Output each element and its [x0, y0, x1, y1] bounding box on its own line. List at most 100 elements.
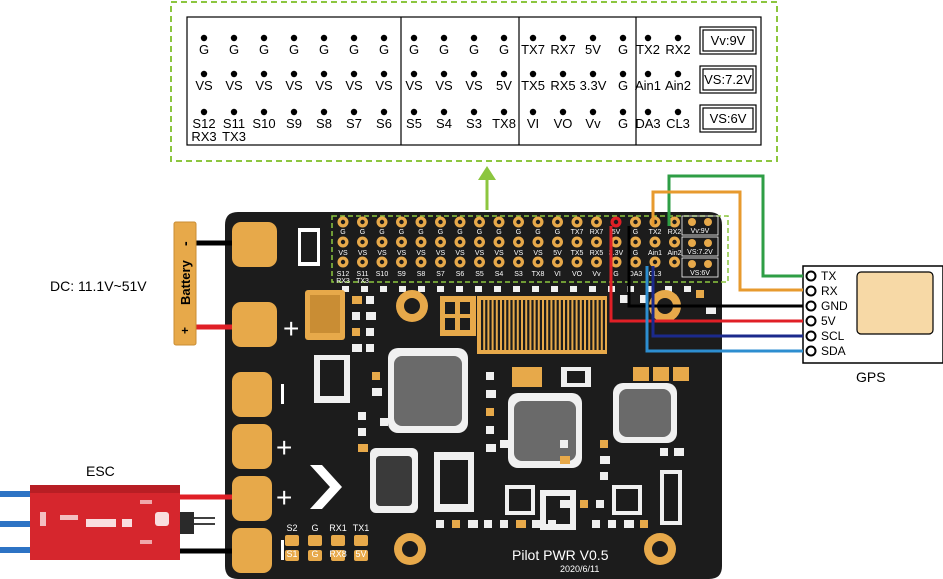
gps-pin — [805, 330, 817, 342]
smd-component — [358, 444, 368, 452]
legend-pin-dot — [674, 34, 682, 42]
legend-pin-label: S9 — [286, 116, 302, 131]
header-label-top: G — [438, 229, 443, 236]
legend-pin-dot — [200, 108, 208, 116]
smd-component — [468, 520, 478, 528]
legend-pin-label: VS — [465, 78, 483, 93]
smd-component — [366, 296, 374, 304]
legend-pin-dot — [589, 34, 597, 42]
legend-pin-label: G — [289, 42, 299, 57]
smd-component — [486, 444, 496, 452]
legend-pin-label: Ain2 — [665, 78, 691, 93]
bottom-header-label-top: TX1 — [353, 523, 370, 533]
legend-pin-dot — [200, 70, 208, 78]
board-jumper-box — [681, 215, 719, 236]
legend-pin-dot — [500, 70, 508, 78]
legend-pin-dot — [260, 34, 268, 42]
smd-component — [358, 428, 366, 436]
legend-pin-label: TX5 — [521, 78, 545, 93]
board-jumper-box — [681, 236, 719, 257]
smd-component — [608, 520, 616, 528]
legend-pin-dot — [290, 34, 298, 42]
dc-voltage-label: DC: 11.1V~51V — [50, 278, 147, 294]
gps-pin-label: RX — [821, 284, 838, 298]
bottom-header-label-bot: 5V — [355, 549, 366, 559]
battery-plus-pad — [232, 302, 277, 347]
legend-pin-dot — [290, 108, 298, 116]
legend-pin-label: 5V — [585, 42, 601, 57]
legend-pin-label: G — [349, 42, 359, 57]
legend-pin-dot — [440, 108, 448, 116]
header-label-mid: VS — [514, 250, 524, 257]
legend-pin-label: TX8 — [492, 116, 516, 131]
legend-pin-dot — [260, 108, 268, 116]
up-arrow-icon — [478, 166, 496, 210]
header-label-top: G — [477, 229, 482, 236]
legend-pin-label: VS — [345, 78, 363, 93]
smd-component — [366, 328, 374, 336]
legend-pin-dot — [230, 108, 238, 116]
header-label-bot2: TX3 — [356, 278, 369, 285]
legend-pin-dot — [470, 34, 478, 42]
smd-component — [486, 390, 496, 398]
legend-pin-label: RX2 — [665, 42, 690, 57]
battery-label: Battery — [178, 259, 193, 305]
esc-minus-pad — [232, 372, 272, 417]
smd-component — [436, 520, 444, 528]
gps-pin — [805, 300, 817, 312]
legend-pin-dot — [644, 34, 652, 42]
board-date: 2020/6/11 — [560, 564, 599, 574]
legend-pin-dot — [529, 34, 537, 42]
minus-sign-2 — [281, 540, 284, 560]
legend-pin-label: VS — [225, 78, 243, 93]
smd-component — [592, 520, 600, 528]
header-label-top: G — [340, 229, 345, 236]
header-label-bot: TX8 — [532, 271, 545, 278]
legend-pin-label: G — [499, 42, 509, 57]
smd-component — [486, 408, 494, 416]
legend-pin-label: VO — [554, 116, 573, 131]
header-label-mid: VS — [494, 250, 504, 257]
legend-pin-label: TX3 — [222, 129, 246, 144]
header-label-top: RX7 — [590, 229, 604, 236]
power-pads: + + + — [232, 222, 320, 573]
legend-pin-label: S10 — [252, 116, 275, 131]
header-label-top: RX2 — [668, 229, 682, 236]
smd-component — [532, 520, 540, 528]
board-jumper-label: Vv:9V — [691, 228, 710, 235]
smd-component — [352, 328, 360, 336]
legend-pin-dot — [380, 34, 388, 42]
smd-component — [560, 440, 568, 448]
header-label-top: 5V — [612, 229, 621, 236]
header-label-mid: RX5 — [590, 250, 604, 257]
legend-jumper-box — [699, 26, 757, 55]
smd-component — [640, 520, 648, 528]
header-label-bot: S9 — [397, 271, 406, 278]
legend-pin-label: RX3 — [191, 129, 216, 144]
legend-pin-label: Vv — [585, 116, 601, 131]
legend-pin-label: Ain1 — [635, 78, 661, 93]
header-label-bot: VO — [572, 271, 583, 278]
legend-pin-label: VS — [405, 78, 423, 93]
legend-pin-label: S8 — [316, 116, 332, 131]
smd-component — [600, 472, 608, 480]
legend-pin-label: G — [259, 42, 269, 57]
header-label-bot: S10 — [376, 271, 389, 278]
legend-pin-label: RX7 — [550, 42, 575, 57]
header-label-mid: VS — [377, 250, 387, 257]
gps-pin — [805, 270, 817, 282]
header-label-bot: Vv — [592, 271, 601, 278]
header-label-bot: S6 — [456, 271, 465, 278]
header-label-top: G — [516, 229, 521, 236]
legend-pin-dot — [320, 108, 328, 116]
header-label-bot: G — [613, 271, 618, 278]
legend-pin-dot — [529, 108, 537, 116]
legend-pin-dot — [350, 70, 358, 78]
bottom-header-label-bot: RX8 — [329, 549, 347, 559]
legend-pin-label: 5V — [496, 78, 512, 93]
legend-pin-label: S12 — [192, 116, 215, 131]
wire-rx — [651, 190, 803, 292]
legend-pin-label: CL3 — [666, 116, 690, 131]
legend-pin-dot — [529, 70, 537, 78]
